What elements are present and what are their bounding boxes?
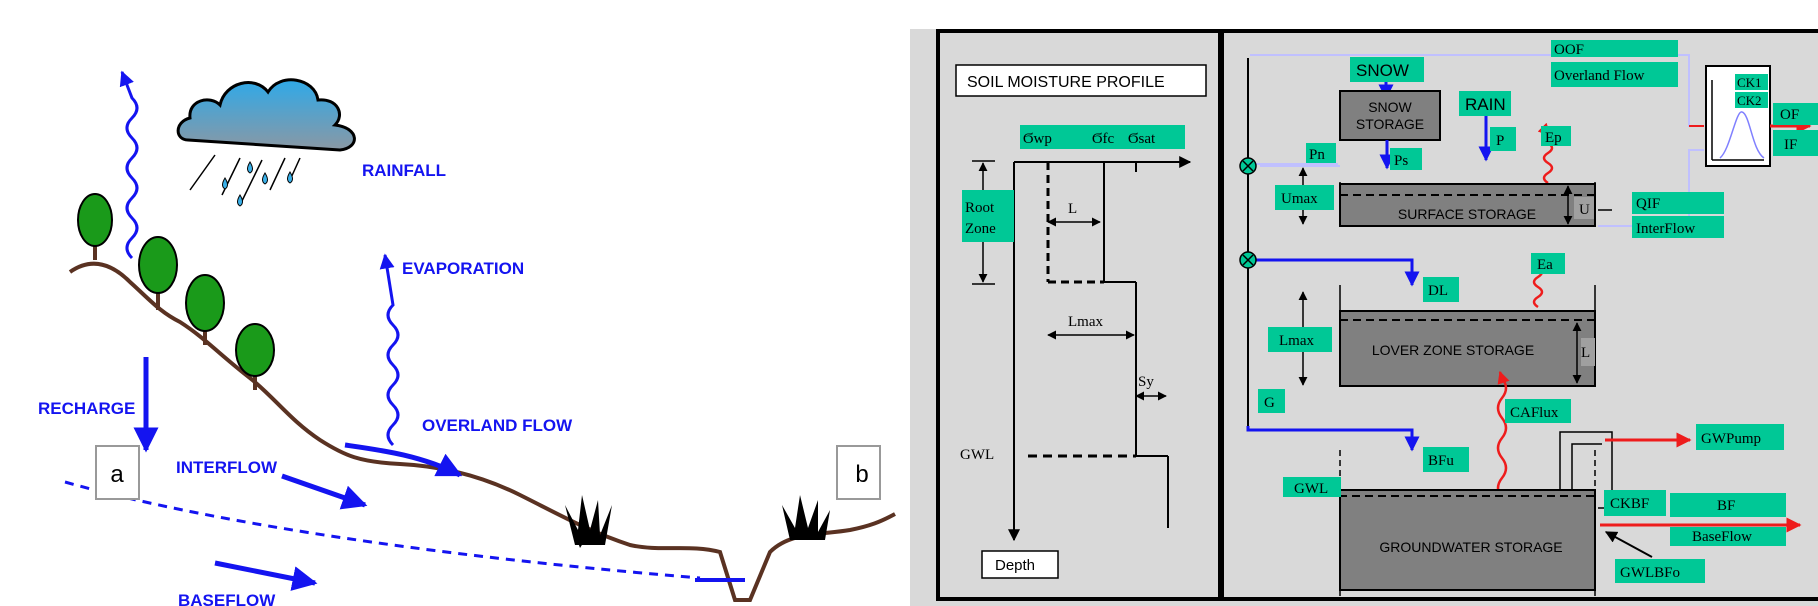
snow-label: SNOW [1356,61,1409,80]
cloud-icon [178,80,354,206]
ep-label: Ep [1545,130,1562,146]
lower-zone-storage-label: LOVER ZONE STORAGE [1372,342,1534,358]
groundwater-storage-label: GROUNDWATER STORAGE [1379,539,1562,555]
ea-label: Ea [1537,257,1553,273]
owp-label: Ϭwp [1023,131,1052,147]
g-label: G [1264,395,1275,411]
qif-label: QIF [1636,196,1660,212]
surface-storage-label: SURFACE STORAGE [1398,206,1536,222]
bf-label: BF [1717,498,1735,514]
model-schematic: SOIL MOISTURE PROFILE Ϭwp Ϭfc Ϭsat L Lma… [910,29,1818,606]
ck1-label: CK1 [1737,75,1762,90]
pn-label: Pn [1309,147,1325,163]
gwl-label: GWL [1294,481,1328,497]
bfu-label: BFu [1428,453,1454,469]
root-zone-label-1: Root [965,200,995,216]
baseflow-label: BASEFLOW [178,591,276,606]
l-storage-label: L [1581,345,1590,361]
soil-profile-title: SOIL MOISTURE PROFILE [967,74,1165,91]
overland-flow-tag: Overland Flow [1554,68,1645,84]
rain-label: RAIN [1465,95,1506,114]
valve-icon [1240,158,1256,174]
if-label: IF [1784,137,1797,153]
recharge-label: RECHARGE [38,399,135,418]
overland-flow-label: OVERLAND FLOW [422,416,573,435]
tree-icons [78,194,274,390]
of-label: OF [1780,107,1799,123]
u-label: U [1579,202,1590,218]
ps-label: Ps [1394,153,1408,169]
rainfall-label: RAINFALL [362,161,446,180]
sy-label: Sy [1138,374,1154,390]
ofc-label: Ϭfc [1092,131,1114,147]
evaporation-arrow [385,255,398,445]
interflow-tag: InterFlow [1636,221,1695,237]
umax-label: Umax [1281,191,1318,207]
osat-label: Ϭsat [1128,131,1156,147]
depth-label: Depth [995,557,1035,574]
evaporation-label: EVAPORATION [402,259,524,278]
caflux-label: CAFlux [1510,405,1559,421]
hydrology-schematic: RAINFALL EVAPORATION RECHARGE OVERLAND F… [38,72,895,606]
oof-label: OOF [1554,42,1584,58]
ck2-label: CK2 [1737,93,1762,108]
root-zone-label-2: Zone [965,221,996,237]
lmax-soil-label: Lmax [1068,314,1103,330]
baseflow-arrow [215,563,315,583]
p-label: P [1496,133,1504,149]
gwlbfo-label: GWLBFo [1620,565,1680,581]
valve-icon [1240,252,1256,268]
panel-a-label: a [110,461,124,488]
gwpump-label: GWPump [1701,431,1761,447]
dl-label: DL [1428,283,1448,299]
transpiration-arrow [122,72,137,258]
gwl-soil-label: GWL [960,447,994,463]
panel-b-label: b [855,461,868,488]
ckbf-label: CKBF [1610,496,1649,512]
baseflow-tag: BaseFlow [1692,529,1752,545]
interflow-arrow [282,476,365,505]
snow-storage-label-1: SNOW [1368,99,1412,115]
l-label: L [1068,201,1077,217]
interflow-label: INTERFLOW [176,458,278,477]
snow-storage-label-2: STORAGE [1356,116,1424,132]
lmax-label: Lmax [1279,333,1314,349]
